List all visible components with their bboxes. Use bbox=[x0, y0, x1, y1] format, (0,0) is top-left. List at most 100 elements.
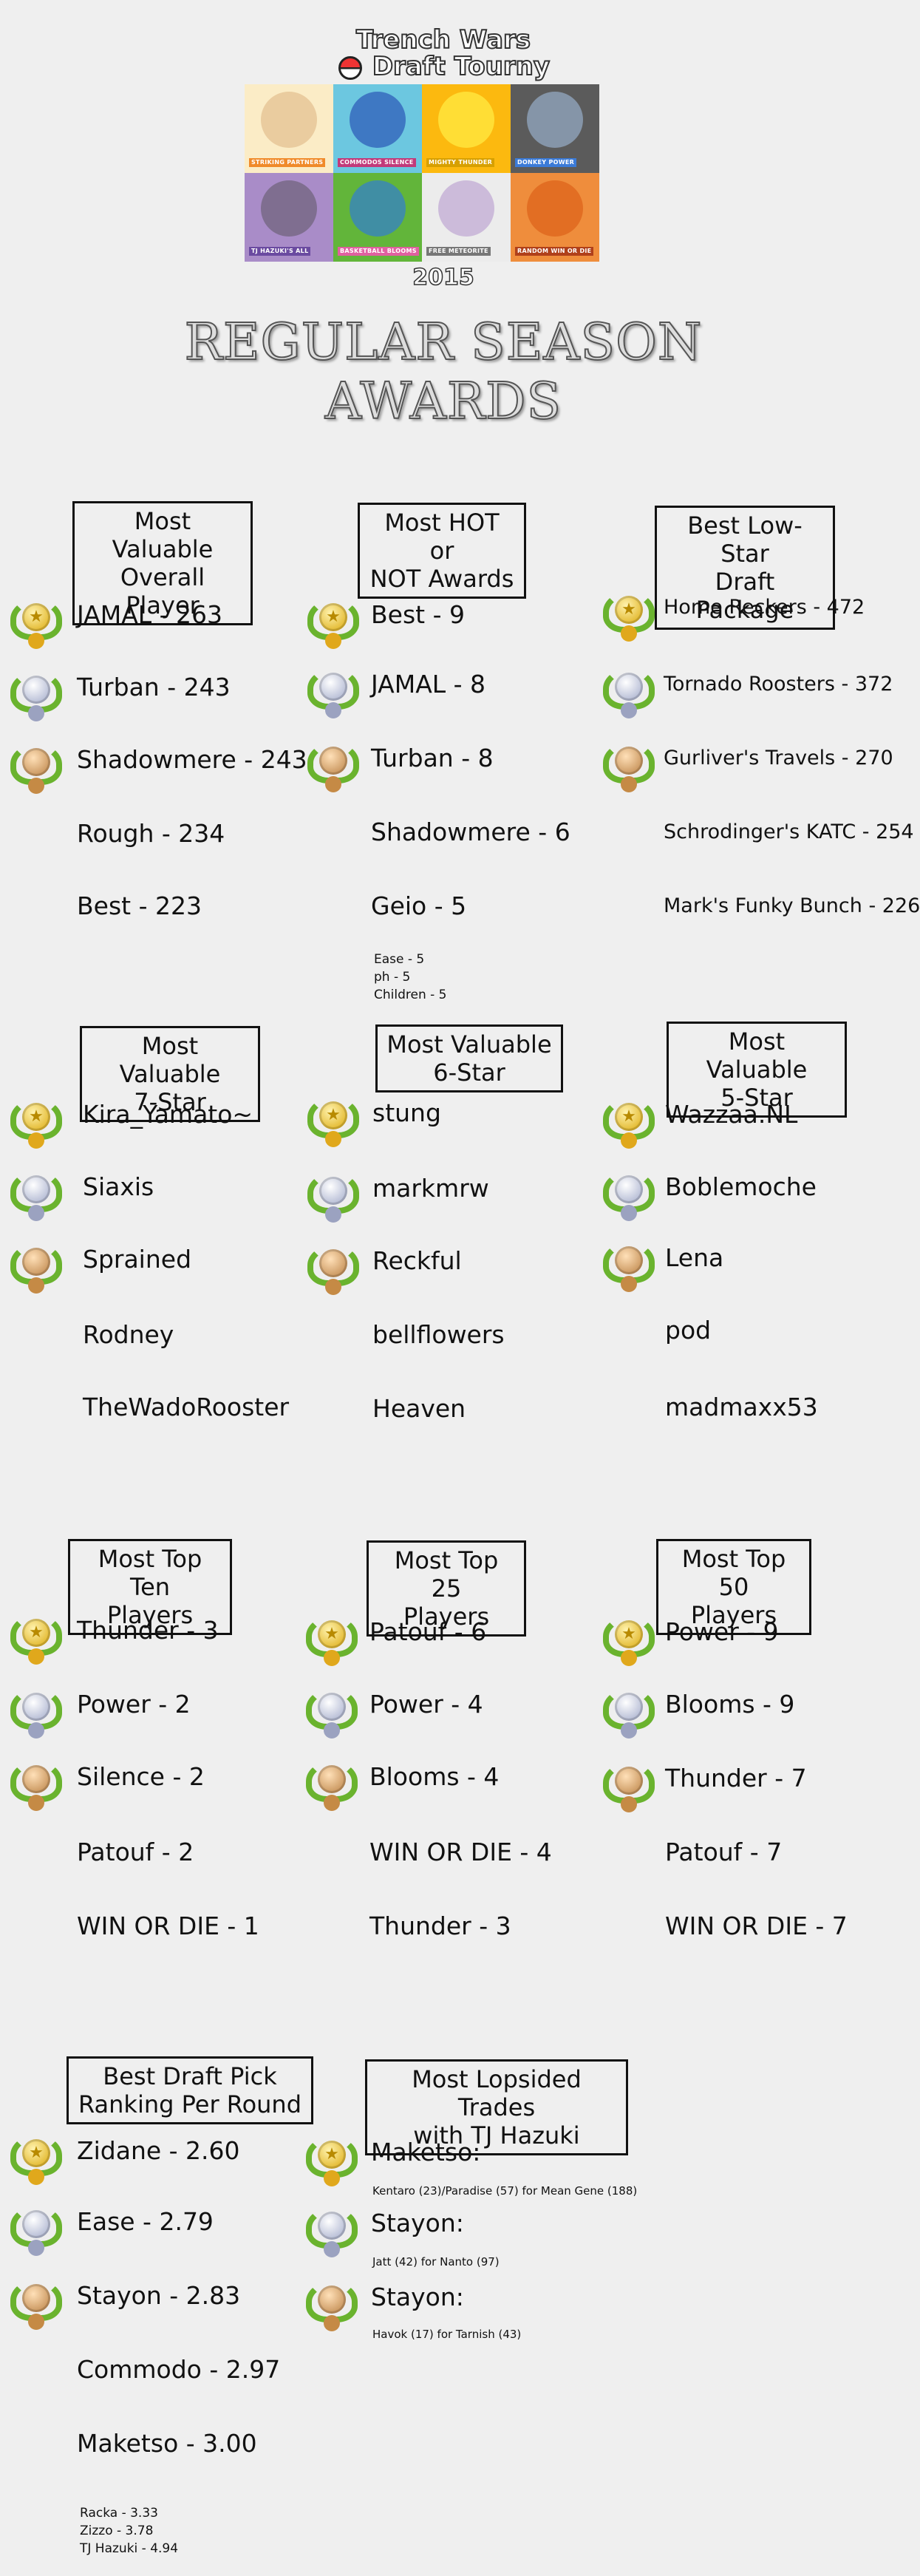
heading-line2: NOT Awards bbox=[369, 565, 514, 593]
draft-pick-heading: Best Draft Pick Ranking Per Round bbox=[67, 2056, 313, 2124]
team-tile: COMMODOS SILENCE bbox=[333, 84, 422, 173]
star-icon: ★ bbox=[324, 2145, 339, 2164]
award-entry: Ease - 2.79 bbox=[77, 2207, 214, 2236]
medal-disc bbox=[615, 1767, 643, 1795]
award-entry: Power - 2 bbox=[77, 1690, 191, 1719]
silver-medal-icon bbox=[603, 667, 655, 721]
gold-medal-icon: ★ bbox=[10, 1097, 62, 1152]
medal-disc bbox=[22, 603, 50, 631]
award-entry: Schrodinger's KATC - 254 bbox=[664, 820, 914, 843]
team-tile: RANDOM WIN OR DIE bbox=[511, 173, 599, 262]
gold-medal-icon: ★ bbox=[603, 590, 655, 645]
award-entry: Turban - 243 bbox=[77, 673, 231, 701]
award-entry: Reckful bbox=[372, 1246, 462, 1275]
medal-disc bbox=[615, 596, 643, 624]
star-icon bbox=[615, 1175, 643, 1203]
ribbon-icon bbox=[28, 2240, 44, 2256]
medal-disc bbox=[318, 1765, 346, 1793]
star-icon bbox=[22, 1765, 50, 1793]
award-entry: stung bbox=[372, 1098, 441, 1127]
heading-line2: Players bbox=[403, 1603, 490, 1631]
honorable-mention: Children - 5 bbox=[374, 988, 447, 1002]
team-tile-label: FREE METEORITE bbox=[426, 247, 491, 256]
logo-line1: Trench Wars bbox=[0, 25, 887, 55]
award-entry: Thunder - 3 bbox=[77, 1616, 219, 1645]
ribbon-icon bbox=[324, 1722, 340, 1739]
gold-medal-icon: ★ bbox=[603, 1097, 655, 1152]
award-entry: Kira_Yamato~ bbox=[83, 1100, 253, 1129]
star-icon bbox=[22, 1693, 50, 1721]
heading-line1: Most Lopsided Trades bbox=[412, 2065, 582, 2121]
silver-medal-icon bbox=[10, 670, 62, 724]
award-entry: Heaven bbox=[372, 1394, 466, 1423]
award-entry: WIN OR DIE - 4 bbox=[369, 1838, 552, 1866]
ribbon-icon bbox=[621, 625, 637, 642]
ribbon-icon bbox=[28, 1795, 44, 1811]
team-tile: FREE METEORITE bbox=[422, 173, 511, 262]
heading-line1: Most Top 50 bbox=[681, 1545, 786, 1601]
team-tile: DONKEY POWER bbox=[511, 84, 599, 173]
medal-disc bbox=[22, 676, 50, 704]
ribbon-icon bbox=[621, 776, 637, 792]
star-icon: ★ bbox=[29, 608, 44, 626]
medal-disc bbox=[615, 1175, 643, 1203]
award-entry: WIN OR DIE - 7 bbox=[665, 1911, 848, 1940]
star-icon: ★ bbox=[29, 2144, 44, 2162]
silver-medal-icon bbox=[603, 1687, 655, 1741]
award-entry: markmrw bbox=[372, 1174, 489, 1203]
medal-disc bbox=[318, 1693, 346, 1721]
logo-text-2: Draft Tourny bbox=[372, 52, 551, 81]
page-title-line2: AWARDS bbox=[324, 372, 562, 432]
silver-medal-icon bbox=[307, 1171, 359, 1226]
silver-medal-icon bbox=[306, 2206, 358, 2260]
gold-medal-icon: ★ bbox=[10, 597, 62, 652]
bronze-medal-icon bbox=[306, 1759, 358, 1814]
mvp-overall-heading: Most Valuable Overall Player bbox=[72, 501, 253, 625]
heading-line1: Most Valuable bbox=[119, 1032, 221, 1088]
team-tile: MIGHTY THUNDER bbox=[422, 84, 511, 173]
medal-disc bbox=[615, 1620, 643, 1648]
ribbon-icon bbox=[324, 2315, 340, 2331]
star-icon bbox=[615, 747, 643, 775]
medal-disc bbox=[22, 2284, 50, 2312]
award-entry: Patouf - 7 bbox=[665, 1838, 783, 1866]
bronze-medal-icon bbox=[603, 1761, 655, 1815]
heading-line1: Most Valuable bbox=[386, 1030, 552, 1058]
medal-disc bbox=[319, 1177, 347, 1205]
logo-text-1: Trench Wars bbox=[355, 25, 531, 55]
honorable-mention: Ease - 5 bbox=[374, 952, 425, 967]
ribbon-icon bbox=[621, 1205, 637, 1221]
top50-heading: Most Top 50 Players bbox=[656, 1539, 811, 1635]
medal-disc bbox=[22, 1765, 50, 1793]
award-entry: Gurliver's Travels - 270 bbox=[664, 747, 893, 769]
ribbon-icon bbox=[28, 2314, 44, 2330]
honorable-mention: ph - 5 bbox=[374, 970, 411, 985]
award-entry: Zidane - 2.60 bbox=[77, 2136, 240, 2165]
ribbon-icon bbox=[324, 1650, 340, 1666]
silver-medal-icon bbox=[603, 1169, 655, 1224]
silver-medal-icon bbox=[10, 1169, 62, 1224]
gold-medal-icon: ★ bbox=[10, 2133, 62, 2188]
heading-line2: Draft Package bbox=[695, 568, 794, 624]
bronze-medal-icon bbox=[10, 1759, 62, 1814]
pikachu-icon bbox=[438, 92, 494, 148]
tentacruel-icon bbox=[350, 92, 406, 148]
star-icon bbox=[22, 748, 50, 776]
medal-disc bbox=[615, 1246, 643, 1274]
medal-disc bbox=[319, 673, 347, 701]
medal-disc bbox=[22, 748, 50, 776]
award-entry: Thunder - 7 bbox=[665, 1764, 807, 1792]
star-icon bbox=[22, 676, 50, 704]
star-icon bbox=[319, 673, 347, 701]
medal-disc bbox=[22, 1175, 50, 1203]
heading-line2: Players bbox=[106, 1601, 194, 1629]
heading-line1: Most Valuable bbox=[112, 507, 214, 563]
star-icon bbox=[615, 1767, 643, 1795]
weezing-icon bbox=[261, 180, 317, 237]
award-entry: Stayon - 2.83 bbox=[77, 2281, 241, 2310]
ribbon-icon bbox=[28, 1722, 44, 1739]
ribbon-icon bbox=[28, 1648, 44, 1665]
team-tile: TJ HAZUKI'S ALL bbox=[245, 173, 333, 262]
team-tile-label: STRIKING PARTNERS bbox=[249, 158, 326, 167]
award-entry: pod bbox=[665, 1316, 712, 1345]
